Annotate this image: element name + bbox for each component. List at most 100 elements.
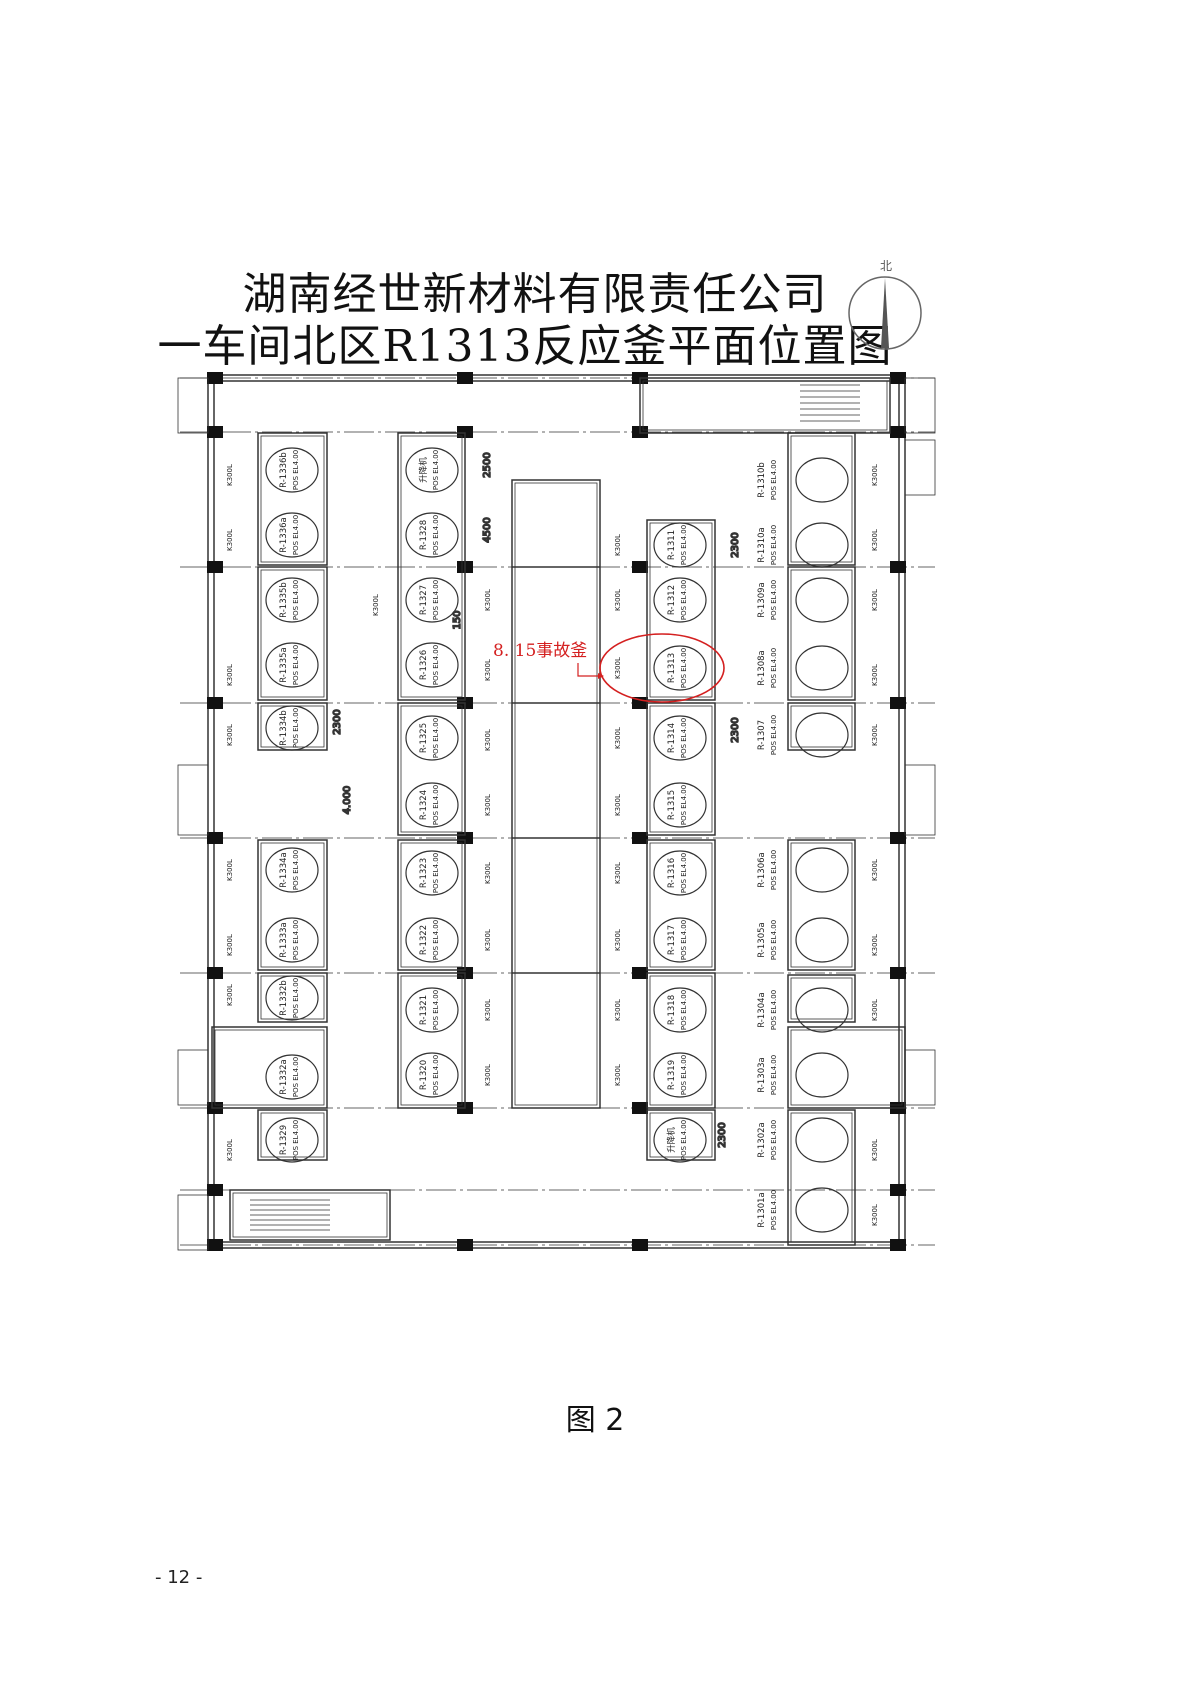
vessel-id: R-1315 <box>667 790 677 820</box>
column <box>457 372 473 384</box>
wall-recess <box>904 377 936 434</box>
bay-capacity-label: K300L <box>614 727 622 749</box>
column <box>632 967 648 979</box>
vessel-id: R-1334b <box>279 710 289 746</box>
column <box>457 1239 473 1251</box>
column <box>890 372 906 384</box>
bay-outline <box>257 972 328 1023</box>
vessel-elevation: POS EL4.00 <box>680 648 688 688</box>
vessel-id: R-1334a <box>279 852 289 887</box>
vessel-elevation: POS EL4.00 <box>680 580 688 620</box>
wall-recess <box>904 764 936 836</box>
vessel-outline <box>405 1052 459 1098</box>
bay-capacity-label: K300L <box>226 984 234 1006</box>
vessel-outline <box>653 917 707 963</box>
bay-outline <box>229 1189 391 1241</box>
bay-outline <box>511 479 601 1109</box>
dimension-label: 4.000 <box>342 786 353 815</box>
vessel-id: R-1321 <box>419 995 429 1025</box>
bay-capacity-label: K300L <box>226 664 234 686</box>
column <box>207 967 223 979</box>
bay-capacity-label: K300L <box>484 729 492 751</box>
vessel-elevation: POS EL4.00 <box>770 580 778 620</box>
bay-outline <box>257 839 328 971</box>
bay-outline <box>787 432 856 566</box>
bay-capacity-label: K300L <box>871 1139 879 1161</box>
bay-capacity-label: K300L <box>614 794 622 816</box>
vessel-id: R-1324 <box>419 790 429 820</box>
vessel-id: R-1303a <box>757 1057 767 1092</box>
vessel-outline <box>795 1187 849 1233</box>
column <box>890 697 906 709</box>
column <box>632 832 648 844</box>
vessel-outline <box>405 642 459 688</box>
vessel-elevation: POS EL4.00 <box>292 850 300 890</box>
wall-recess <box>177 1194 209 1251</box>
bay-capacity-label: K300L <box>484 659 492 681</box>
vessel-elevation: POS EL4.00 <box>680 853 688 893</box>
vessel-outline <box>265 917 319 963</box>
vessel-outline <box>405 782 459 828</box>
vessel-elevation: POS EL4.00 <box>680 990 688 1030</box>
vessel-outline <box>265 1117 319 1163</box>
bay-capacity-label: K300L <box>871 589 879 611</box>
vessel-outline <box>405 512 459 558</box>
vessel-id: R-1316 <box>667 858 677 888</box>
vessel-outline <box>265 642 319 688</box>
vessel-id: R-1301a <box>757 1192 767 1227</box>
vessel-id: R-1336a <box>279 517 289 552</box>
vessel-id: R-1319 <box>667 1060 677 1090</box>
bay-capacity-label: K300L <box>614 929 622 951</box>
column <box>632 1102 648 1114</box>
bay-outline <box>257 432 328 566</box>
bay-capacity-label: K300L <box>226 1139 234 1161</box>
vessel-outline <box>795 712 849 758</box>
vessel-elevation: POS EL4.00 <box>680 1055 688 1095</box>
bay-capacity-label: K300L <box>871 464 879 486</box>
vessel-elevation: POS EL4.00 <box>292 515 300 555</box>
vessel-elevation: POS EL4.00 <box>770 1055 778 1095</box>
bay-capacity-label: K300L <box>484 999 492 1021</box>
